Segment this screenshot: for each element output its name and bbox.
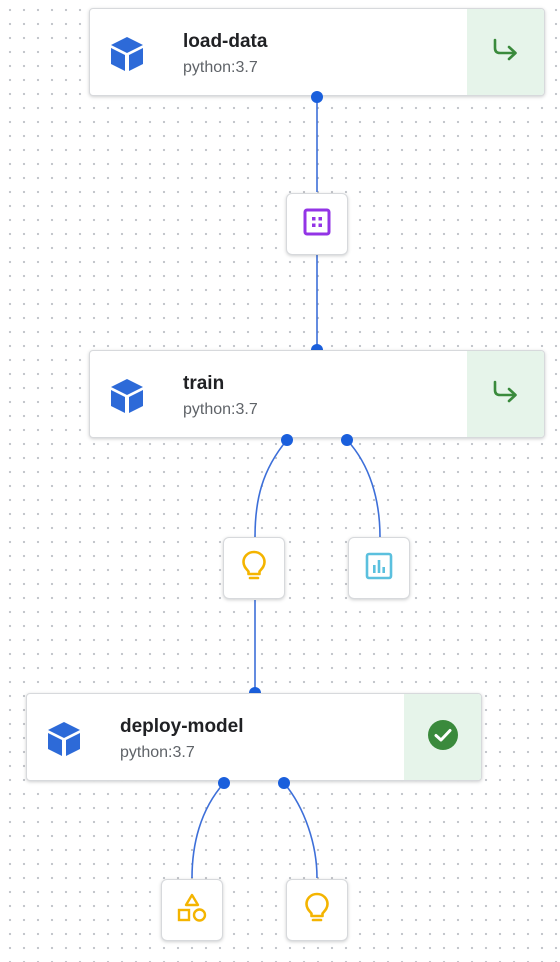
artifact-node-model[interactable] — [286, 879, 348, 941]
artifact-node-shapes[interactable] — [161, 879, 223, 941]
model-lightbulb-icon — [304, 892, 330, 929]
task-status — [467, 351, 544, 437]
cube-icon — [108, 377, 146, 415]
edge-train-to-metrics — [346, 439, 381, 538]
cached-arrow-icon — [491, 37, 521, 68]
edge-deploy-to-model — [283, 782, 318, 879]
output-port[interactable] — [281, 434, 293, 446]
cube-icon — [45, 720, 83, 758]
task-status — [467, 9, 544, 95]
dataset-grid-icon — [303, 208, 331, 241]
task-node-deploy-model[interactable]: deploy-model python:3.7 — [26, 693, 482, 781]
task-name: train — [183, 373, 225, 394]
edge-deploy-to-shapes — [191, 782, 225, 879]
task-node-load-data[interactable]: load-data python:3.7 — [89, 8, 545, 96]
output-port[interactable] — [278, 777, 290, 789]
task-image: python:3.7 — [183, 401, 258, 418]
metrics-chart-icon — [365, 552, 393, 585]
artifact-node-metrics[interactable] — [348, 537, 410, 599]
output-port[interactable] — [218, 777, 230, 789]
task-name: deploy-model — [120, 716, 244, 737]
cached-arrow-icon — [491, 379, 521, 410]
shapes-icon — [176, 893, 208, 928]
task-status — [404, 694, 481, 780]
edge-train-to-model — [254, 439, 288, 538]
artifact-node-dataset[interactable] — [286, 193, 348, 255]
output-port[interactable] — [311, 91, 323, 103]
task-name: load-data — [183, 31, 268, 52]
cube-icon — [108, 35, 146, 73]
task-node-train[interactable]: train python:3.7 — [89, 350, 545, 438]
output-port[interactable] — [341, 434, 353, 446]
artifact-node-model[interactable] — [223, 537, 285, 599]
model-lightbulb-icon — [241, 550, 267, 587]
task-image: python:3.7 — [120, 744, 195, 761]
task-image: python:3.7 — [183, 59, 258, 76]
success-check-icon — [427, 719, 459, 756]
